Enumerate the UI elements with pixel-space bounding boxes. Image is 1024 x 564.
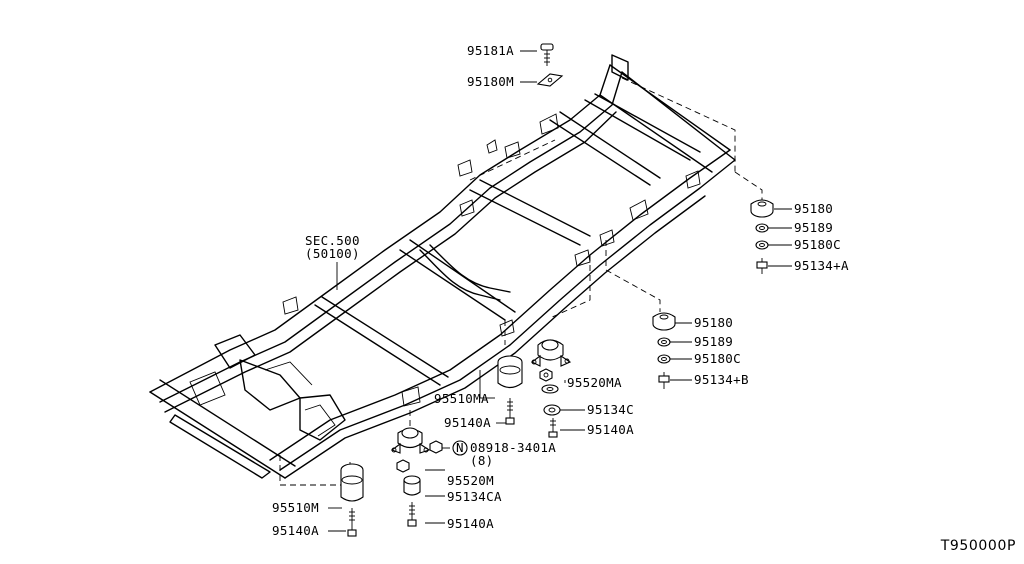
washer-95134C <box>543 404 561 416</box>
label-95140A-c2: 95140A <box>444 415 491 430</box>
nut-95520MA <box>539 368 553 382</box>
plate-95180M <box>536 73 564 87</box>
washer-95180C-r2 <box>657 354 671 364</box>
label-95140A-c3: 95140A <box>447 516 494 531</box>
bolt-95134B-r2 <box>658 372 670 389</box>
label-95180-r1: 95180 <box>794 201 834 216</box>
nut-95520M-small <box>429 440 443 454</box>
bolt-95181A <box>540 43 554 66</box>
label-95140A-c1: 95140A <box>587 422 634 437</box>
mount-95520MA <box>530 339 572 367</box>
label-08918-qty: (8) <box>470 453 494 468</box>
bolt-95140A-c4 <box>347 508 357 537</box>
label-95189-r2: 95189 <box>694 334 734 349</box>
nut-95520M <box>396 459 410 473</box>
frame-ref-code: (50100) <box>305 246 360 261</box>
label-95134A-plus: 95134+A <box>794 258 849 273</box>
label-95134CA: 95134CA <box>447 489 502 504</box>
label-95181A: 95181A <box>467 43 514 58</box>
label-95189-r1: 95189 <box>794 220 834 235</box>
bolt-95140A-c1 <box>548 418 558 438</box>
mount-95510M <box>340 463 364 502</box>
bolt-95134A-r1 <box>756 258 768 274</box>
diagram-code: T950000P <box>940 538 1016 554</box>
label-95180C-r1: 95180C <box>794 237 841 252</box>
frame-ref-sec: SEC.500 <box>305 233 360 248</box>
bolt-95140A-c3 <box>407 502 417 527</box>
cushion-95134CA <box>403 475 421 496</box>
nut-symbol-letter: N <box>456 440 464 455</box>
label-95510M: 95510M <box>272 500 319 515</box>
mount-95510MA <box>497 355 523 389</box>
label-95520MA: 95520MA <box>567 375 622 390</box>
label-95510MA: 95510MA <box>434 391 489 406</box>
dashed-reference-lines <box>279 77 763 486</box>
label-95180C-r2: 95180C <box>694 351 741 366</box>
label-08918-3401A: 08918-3401A <box>470 440 557 455</box>
label-95140A-c4: 95140A <box>272 523 319 538</box>
washer-95189-r1 <box>755 223 769 233</box>
frame-assembly <box>149 54 736 479</box>
leader-lines <box>328 50 792 532</box>
label-95180M: 95180M <box>467 74 514 89</box>
washer-95189-r2 <box>657 337 671 347</box>
label-95180-r2: 95180 <box>694 315 734 330</box>
mount-95180-r2 <box>652 312 676 331</box>
label-95134C: 95134C <box>587 402 634 417</box>
mount-95520M <box>390 427 431 454</box>
nut-symbol-circle <box>452 440 468 456</box>
label-95520M: 95520M <box>447 473 494 488</box>
bolt-95140A-c2 <box>505 398 515 425</box>
mount-95180-r1 <box>750 199 774 218</box>
label-95134B-plus: 95134+B <box>694 372 749 387</box>
washer-95180C-r1 <box>755 240 769 250</box>
cushion-95134C <box>541 384 559 394</box>
